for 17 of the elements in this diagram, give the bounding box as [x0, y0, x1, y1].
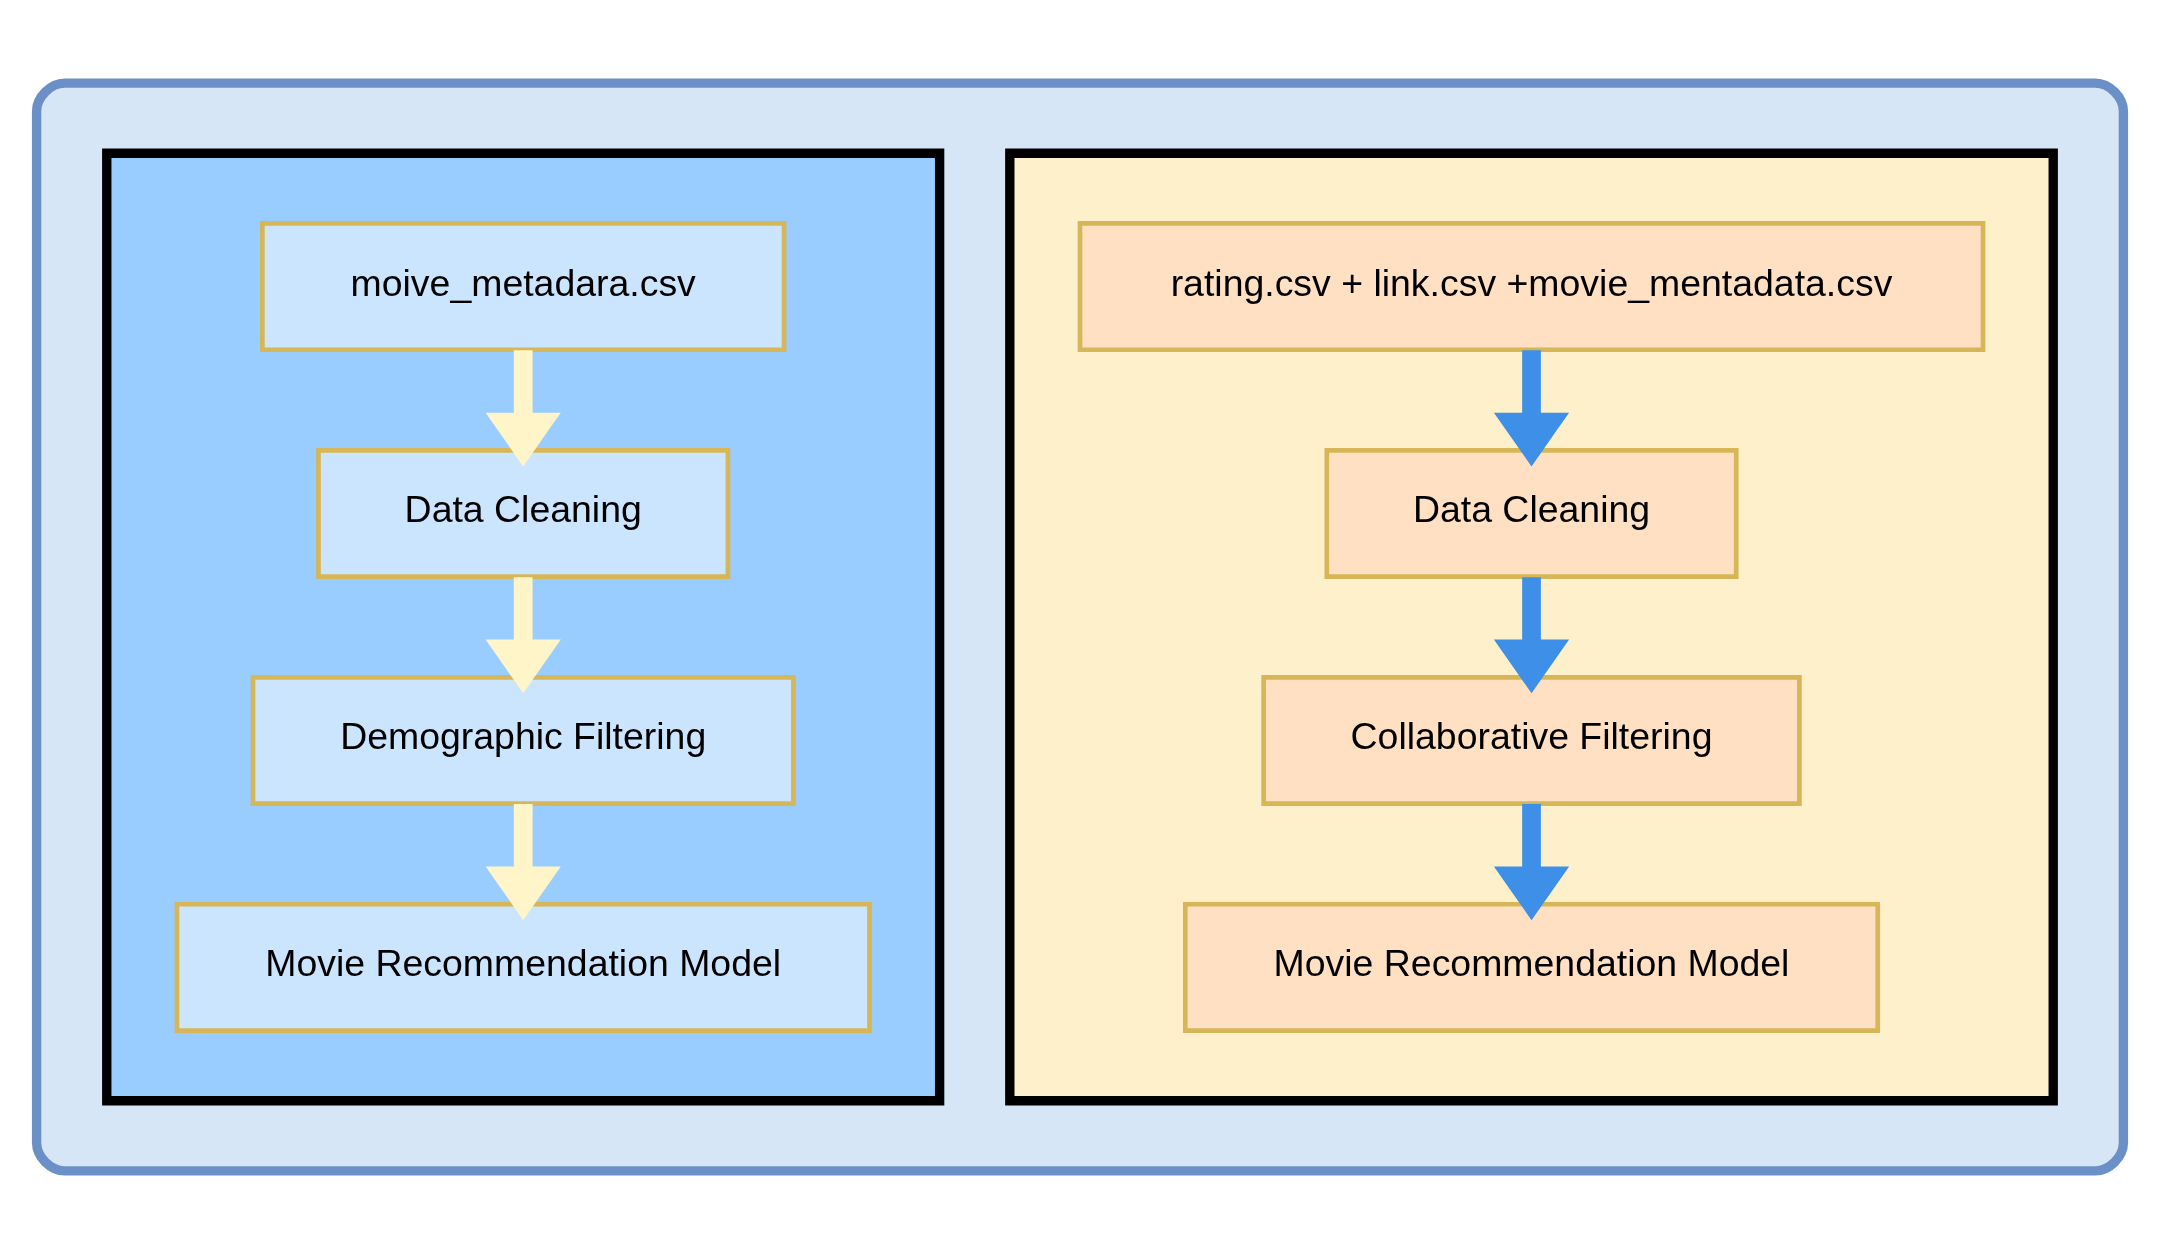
arrow [1493, 576, 1570, 693]
node-box: Data Cleaning [316, 447, 731, 579]
node-box: Movie Recommendation Model [174, 901, 872, 1033]
node-box: Collaborative Filtering [1261, 674, 1802, 806]
arrow [1493, 803, 1570, 920]
arrow [485, 349, 561, 466]
cluster [102, 148, 945, 1105]
cluster [31, 77, 2129, 1176]
arrow [485, 576, 561, 693]
node-box: moive_metadara.csv [260, 220, 787, 352]
node-box: Demographic Filtering [250, 674, 796, 806]
node-box: Data Cleaning [1324, 447, 1739, 579]
node-box: rating.csv + link.csv +movie_mentadata.csv [1077, 220, 1986, 352]
arrow [485, 803, 561, 920]
node-box: Movie Recommendation Model [1182, 901, 1881, 1033]
arrow [1493, 349, 1570, 466]
cluster [1005, 148, 2058, 1105]
